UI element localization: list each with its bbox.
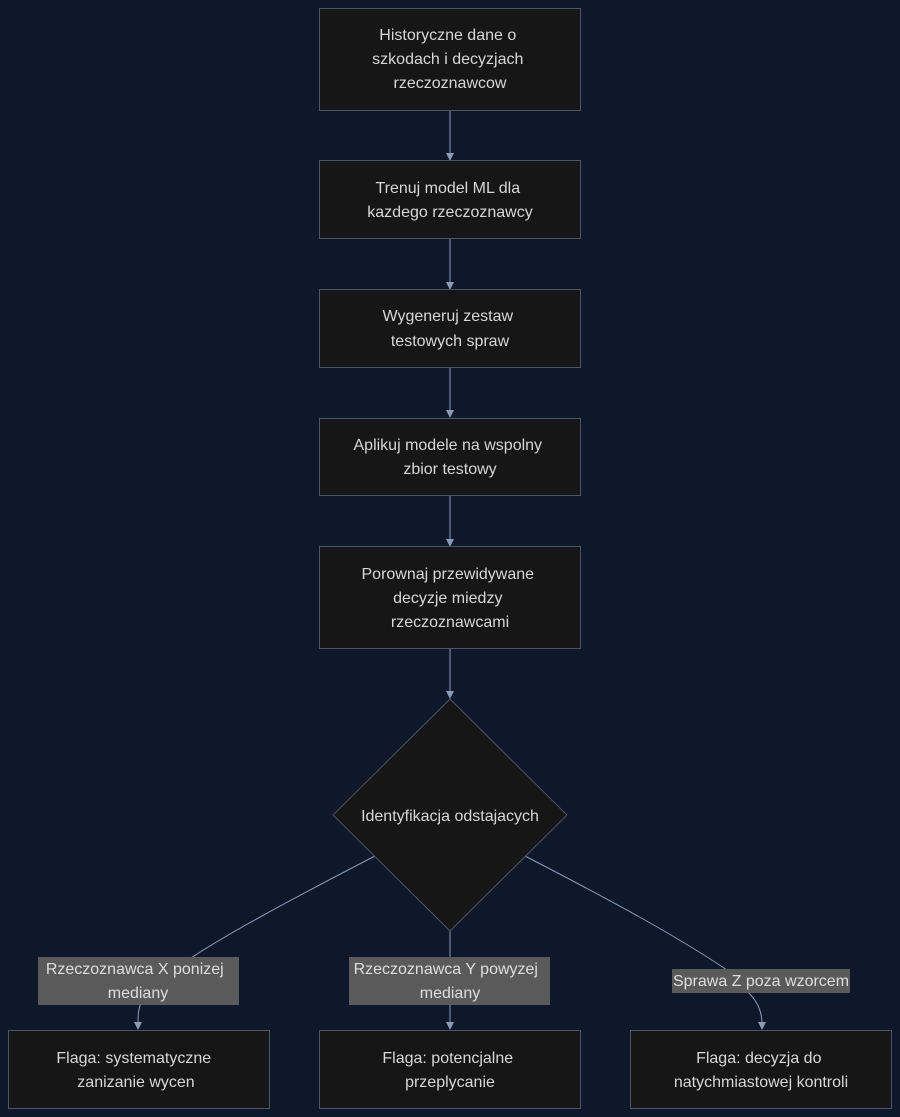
node-flag-immediate-review-line-2: natychmiastowej kontroli [674,1074,848,1091]
node-identify-outliers-label: Identyfikacja odstajacych [361,808,539,825]
node-flag-underestimation-line-1: Flaga: systematyczne [56,1050,211,1067]
edge-label-below-median-line-2: mediany [108,985,168,1002]
node-apply-models-line-2: zbior testowy [403,461,496,478]
svg-text:Flaga: systematyczne zan: Flaga: systematyczne zanizanie wycen [56,1050,215,1091]
svg-text:Wygeneruj zestaw testowy: Wygeneruj zestaw testowych spraw [382,308,517,350]
edge-n6-n8 [446,931,454,1030]
node-historical-data-line-3: rzeczoznawcow [394,75,507,92]
svg-text:Flaga: potencjalne przep: Flaga: potencjalne przeplycanie [382,1050,517,1091]
svg-text:Identyfikacja odstajacych: Identyfikacja odstajacych [361,808,539,825]
svg-text:Trenuj model ML dla kazd: Trenuj model ML dla kazdego rzeczoznawcy [367,180,532,221]
node-train-model: Trenuj model ML dla kazdego rzeczoznawcy [319,160,581,239]
node-apply-models-line-1: Aplikuj modele na wspolny [354,437,543,454]
node-flag-immediate-review-line-1: Flaga: decyzja do [696,1050,822,1067]
svg-text:Rzeczoznawca X ponizej m: Rzeczoznawca X ponizej mediany [46,961,228,1002]
node-flag-underestimation: Flaga: systematyczne zanizanie wycen [8,1030,270,1109]
node-compare-predictions-line-2: decyzje miedzy [393,590,502,607]
edge-label-out-of-pattern-line-1: Sprawa Z poza wzorcem [673,973,849,990]
node-flag-overpayment-line-2: przeplycanie [405,1074,495,1091]
edge-n4-n5 [446,496,454,547]
edge-n3-n4 [446,368,454,418]
edge-n6-n9 [524,855,766,1030]
node-generate-test-set: Wygeneruj zestaw testowych spraw [319,289,581,368]
node-historical-data-line-2: szkodach i decyzjach [372,51,523,68]
node-generate-test-set-line-2: testowych spraw [391,333,510,350]
svg-text:Sprawa Z poza wzorcem: Sprawa Z poza wzorcem [673,973,849,990]
svg-text:Aplikuj modele na wspolny: Aplikuj modele na wspolny zbior testowy [354,437,547,478]
node-apply-models: Aplikuj modele na wspolny zbior testowy [319,418,581,496]
node-historical-data-line-1: Historyczne dane o [379,27,516,44]
node-compare-predictions-line-3: rzeczoznawcami [391,614,509,631]
node-flag-overpayment-line-1: Flaga: potencjalne [382,1050,513,1067]
edge-label-above-median-line-1: Rzeczoznawca Y powyzej [354,961,538,978]
node-historical-data: Historyczne dane o szkodach i decyzjach … [319,8,581,111]
node-flag-immediate-review: Flaga: decyzja do natychmiastowej kontro… [630,1030,892,1109]
node-identify-outliers: Identyfikacja odstajacych [332,698,568,932]
svg-text:Historyczne dane o szkod: Historyczne dane o szkodach i decyzjach … [372,27,528,92]
node-train-model-line-1: Trenuj model ML dla [375,180,520,197]
node-flag-overpayment: Flaga: potencjalne przeplycanie [319,1030,581,1109]
node-compare-predictions-line-1: Porownaj przewidywane [362,566,535,583]
node-flag-underestimation-line-2: zanizanie wycen [77,1074,194,1091]
edge-label-out-of-pattern: Sprawa Z poza wzorcem [672,969,850,993]
svg-text:Flaga: decyzja do natych: Flaga: decyzja do natychmiastowej kontro… [674,1050,848,1091]
node-compare-predictions: Porownaj przewidywane decyzje miedzy rze… [319,546,581,649]
svg-text:Rzeczoznawca Y powyzej m: Rzeczoznawca Y powyzej mediany [354,961,543,1002]
edge-n5-n6 [446,649,454,699]
edge-label-below-median-line-1: Rzeczoznawca X ponizej [46,961,224,978]
edge-n2-n3 [446,239,454,290]
node-train-model-line-2: kazdego rzeczoznawcy [367,204,532,221]
edge-label-below-median: Rzeczoznawca X ponizej mediany [38,957,239,1005]
edge-label-above-median-line-2: mediany [420,985,480,1002]
svg-text:Porownaj przewidywane de: Porownaj przewidywane decyzje miedzy rze… [362,566,539,631]
node-generate-test-set-line-1: Wygeneruj zestaw [382,308,513,325]
edge-label-above-median: Rzeczoznawca Y powyzej mediany [349,957,550,1005]
edge-n1-n2 [446,110,454,161]
